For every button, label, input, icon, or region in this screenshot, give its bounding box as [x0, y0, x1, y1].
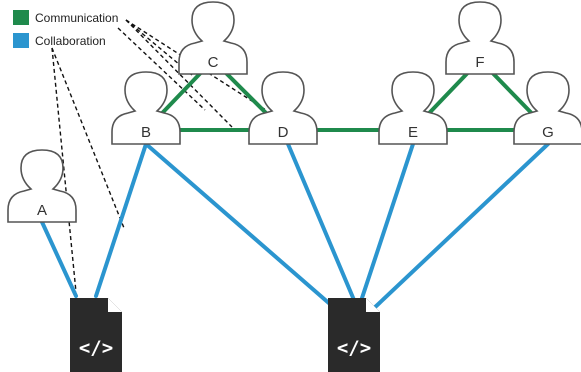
dashed-pointer-line — [51, 47, 77, 293]
collaboration-edge — [40, 220, 78, 298]
code-glyph: </> — [337, 337, 371, 359]
person-icon — [7, 149, 77, 223]
person-icon — [248, 71, 318, 145]
person-label: F — [475, 54, 484, 71]
person-g: G — [513, 71, 581, 145]
dashed-pointer-line — [117, 27, 206, 111]
legend-collaboration-swatch — [13, 33, 29, 48]
legend: Communication Collaboration — [13, 10, 118, 48]
collaboration-edge — [94, 142, 148, 298]
collaboration-edge — [144, 142, 348, 320]
dashed-pointer-line — [51, 47, 125, 229]
legend-collaboration-label: Collaboration — [35, 34, 106, 48]
person-icon — [513, 71, 581, 145]
collaboration-edge — [286, 142, 356, 302]
person-label: G — [542, 124, 554, 141]
person-f: F — [445, 1, 515, 75]
collaboration-edges — [40, 142, 550, 320]
person-label: D — [278, 124, 289, 141]
legend-communication-label: Communication — [35, 11, 118, 25]
code-file-icon: </> — [70, 298, 122, 372]
collaboration-edge — [370, 142, 550, 312]
person-label: E — [408, 124, 418, 141]
person-label: C — [208, 54, 219, 71]
collaboration-edge — [360, 142, 415, 300]
file-body — [70, 298, 122, 372]
person-icon — [445, 1, 515, 75]
person-d: D — [248, 71, 318, 145]
code-glyph: </> — [79, 337, 113, 359]
file-body — [328, 298, 380, 372]
person-icon — [111, 71, 181, 145]
file-corner-fold — [366, 298, 380, 312]
code-files: </> </> — [70, 298, 380, 372]
legend-communication-swatch — [13, 10, 29, 25]
person-c: C — [178, 1, 248, 75]
person-label: B — [141, 124, 151, 141]
person-e: E — [378, 71, 448, 145]
code-file-icon: </> — [328, 298, 380, 372]
person-b: B — [111, 71, 181, 145]
people: A B C D E F G — [7, 1, 581, 223]
person-icon — [178, 1, 248, 75]
person-label: A — [37, 202, 47, 219]
person-icon — [378, 71, 448, 145]
file-corner-fold — [108, 298, 122, 312]
person-a: A — [7, 149, 77, 223]
